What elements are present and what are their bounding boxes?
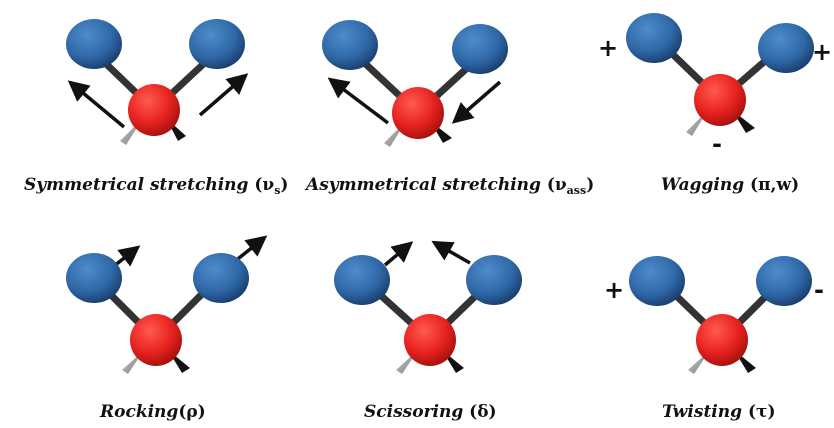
hydrogen-atom-left <box>66 19 122 69</box>
sign-plus-right: + <box>812 38 832 66</box>
hydrogen-atom-left <box>66 253 122 303</box>
hydrogen-atom-left <box>626 13 682 63</box>
oxygen-atom <box>404 314 456 366</box>
mode-caption-scissoring: Scissoring (δ) <box>364 402 497 422</box>
sign-minus-bottom: - <box>712 130 722 158</box>
oxygen-atom <box>696 314 748 366</box>
sign-plus-left: + <box>604 276 624 304</box>
mode-wagging: + + - Wagging (π,w) <box>598 13 832 195</box>
mode-asymmetrical-stretching: Asymmetrical stretching (νass) <box>304 20 594 197</box>
arrow-right-up-right <box>232 235 268 264</box>
oxygen-atom <box>392 87 444 139</box>
mode-caption-asymmetrical-stretching: Asymmetrical stretching (νass) <box>304 175 594 197</box>
arrow-left-outward <box>67 80 126 129</box>
arrow-left-up-right <box>112 245 141 268</box>
hydrogen-atom-right <box>189 19 245 69</box>
hydrogen-atom-left <box>334 255 390 305</box>
arrow-left-outward <box>327 77 390 125</box>
hydrogen-atom-right <box>466 255 522 305</box>
hydrogen-atom-right <box>452 24 508 74</box>
hydrogen-atom-left <box>629 256 685 306</box>
hydrogen-atom-left <box>322 20 378 70</box>
hydrogen-atom-right <box>756 256 812 306</box>
mode-caption-twisting: Twisting (τ) <box>662 402 775 422</box>
sign-plus-left: + <box>598 34 618 62</box>
mode-caption-rocking: Rocking(ρ) <box>99 402 206 422</box>
mode-caption-symmetrical-stretching: Symmetrical stretching (νs) <box>24 175 288 197</box>
arrow-right-outward <box>198 73 249 117</box>
mode-symmetrical-stretching: Symmetrical stretching (νs) <box>24 19 288 197</box>
mode-scissoring: Scissoring (δ) <box>334 240 522 422</box>
hydrogen-atom-right <box>193 253 249 303</box>
arrow-right-up-left <box>431 240 471 265</box>
sign-minus-right: - <box>814 276 824 304</box>
hydrogen-atom-right <box>758 23 814 73</box>
mode-caption-wagging: Wagging (π,w) <box>661 175 799 195</box>
oxygen-atom <box>128 84 180 136</box>
arrow-left-up-right <box>383 241 414 267</box>
mode-rocking: Rocking(ρ) <box>66 235 268 422</box>
mode-twisting: + - Twisting (τ) <box>604 256 824 422</box>
oxygen-atom <box>130 314 182 366</box>
oxygen-atom <box>694 74 746 126</box>
arrow-right-inward <box>451 80 502 124</box>
